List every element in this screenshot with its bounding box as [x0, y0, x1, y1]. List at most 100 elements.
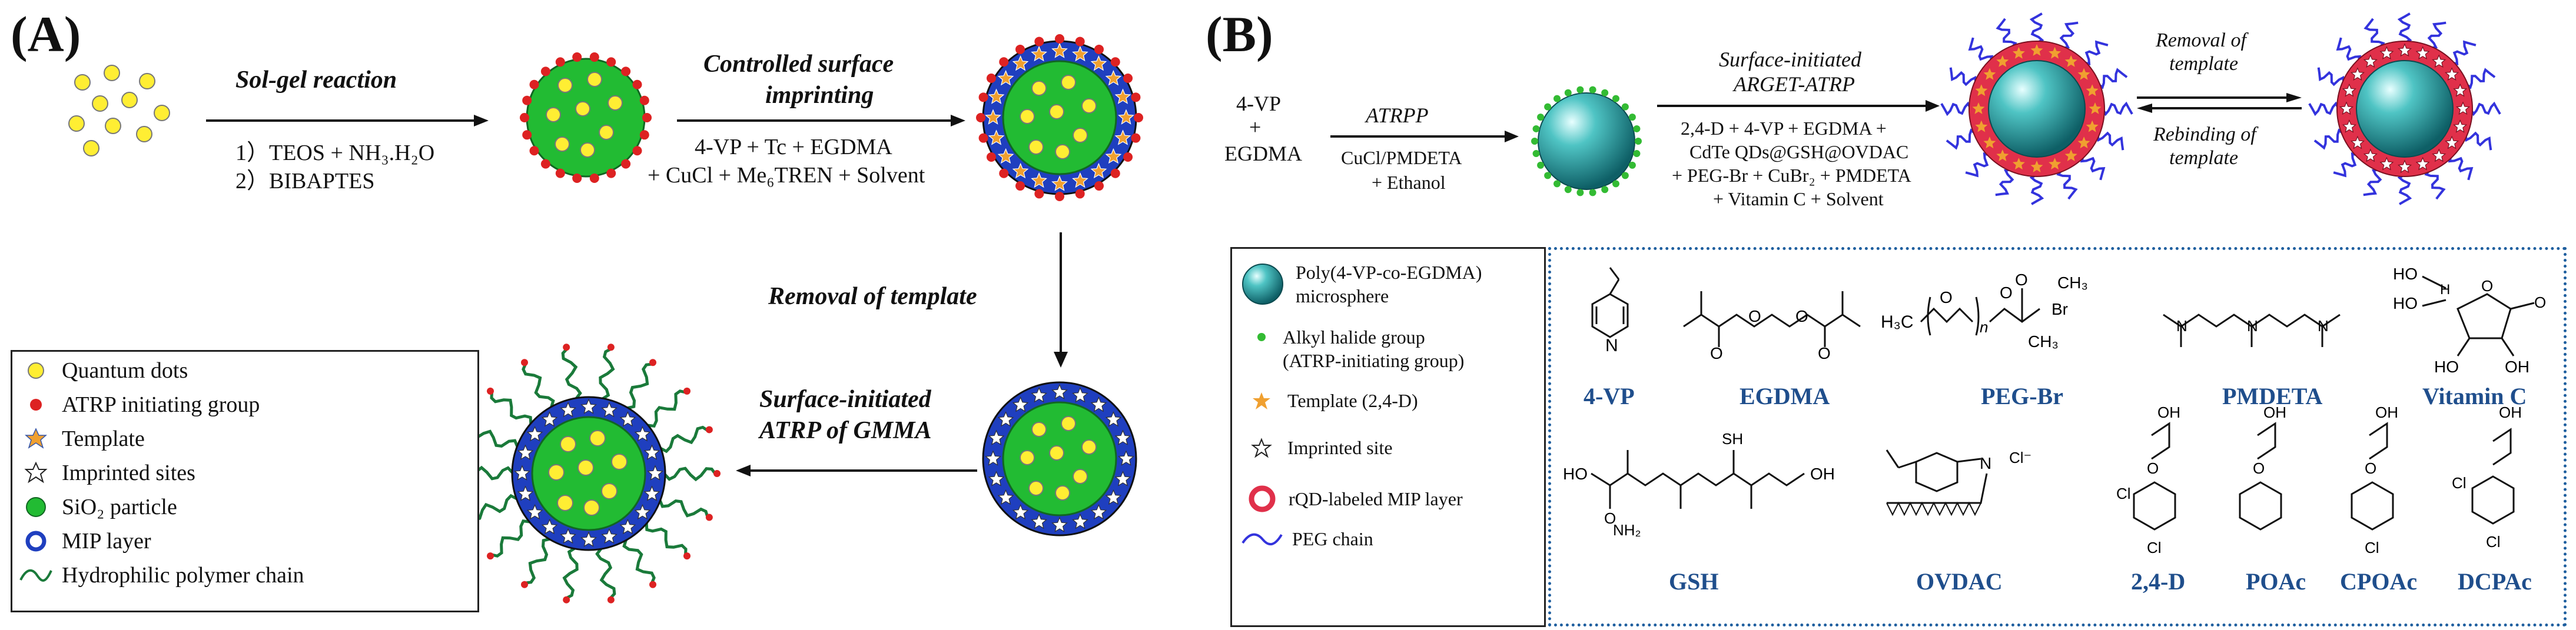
- step3-title: Removal of template: [768, 283, 977, 310]
- particle-template-removed: [982, 381, 1137, 536]
- step1-reagent-2: 2）BIBAPTES: [235, 169, 375, 194]
- microsphere-with-alkyl-halide: [1531, 86, 1642, 196]
- mip-particle-with-template: [1940, 12, 2133, 205]
- legend-label: ATRP initiating group: [62, 392, 260, 417]
- initiator-dots: [520, 52, 652, 183]
- ho-label: HO: [1563, 465, 1588, 483]
- cl-minus-label: Cl⁻: [2009, 449, 2031, 466]
- ch3-label: CH₃: [2028, 332, 2059, 351]
- o-atom: O: [1748, 307, 1761, 325]
- b-step1-title: ATRPP: [1366, 104, 1429, 127]
- b-step2-title-line1: Surface-initiated: [1719, 48, 1861, 71]
- structure-egdma: O O O O: [1683, 291, 1861, 362]
- monomer-line1: 4-VP: [1236, 92, 1282, 115]
- legend-row: SiO₂ particle: [24, 494, 177, 520]
- o-atom: O: [1795, 307, 1808, 325]
- chem-name-poac: POAc: [2246, 568, 2306, 595]
- cl-label: Cl: [2452, 474, 2467, 492]
- legend-label: Imprinted sites: [62, 461, 195, 485]
- imprinted-site-icon: [1251, 437, 1272, 458]
- n-subscript: n: [1980, 318, 1988, 336]
- legend-b: Poly(4-VP-co-EGDMA) microsphere Alkyl ha…: [1230, 247, 1546, 627]
- h-label: H: [2440, 282, 2450, 298]
- n-atom: N: [2247, 317, 2258, 335]
- b-step1-reagent-1: CuCl/PMDETA: [1341, 147, 1462, 168]
- free-quantum-dots: [68, 65, 170, 156]
- alkyl-halide-icon: [1257, 333, 1266, 341]
- n-atom: N: [1980, 454, 1991, 472]
- o-atom: O: [2147, 459, 2159, 477]
- structure-poac: OH O: [2239, 404, 2286, 531]
- legend-label-1: Alkyl halide group: [1283, 326, 1425, 348]
- legend-row: Poly(4-VP-co-EGDMA) microsphere: [1239, 261, 1482, 308]
- particle-with-polymer-chains: [457, 344, 721, 604]
- o-atom: O: [1710, 344, 1723, 362]
- step2-title-line1: Controlled surface: [703, 51, 894, 78]
- chem-name-pmdeta: PMDETA: [2222, 383, 2323, 409]
- b-arrow-step1: [1330, 131, 1519, 142]
- legend-row: Alkyl halide group (ATRP-initiating grou…: [1256, 325, 1464, 372]
- step1-title: Sol-gel reaction: [235, 66, 397, 94]
- b-step1-reagent-2: + Ethanol: [1372, 172, 1446, 193]
- arrow-step3: [1054, 232, 1068, 368]
- n-atom: N: [1605, 336, 1618, 355]
- structure-peg-br: H₃C O n O O Br CH₃ CH₃: [1881, 271, 2088, 351]
- structure-24d: OH O Cl Cl: [2116, 404, 2180, 556]
- chem-name-4vp: 4-VP: [1584, 383, 1635, 409]
- b-step2-title-line2: ARGET-ATRP: [1734, 72, 1855, 96]
- o-atom: O: [2015, 271, 2028, 289]
- nh2-label: NH₂: [1613, 521, 1641, 539]
- b-step2-reagent-1: 2,4-D + 4-VP + EGDMA +: [1681, 118, 1887, 139]
- h3c-label: H₃C: [1881, 312, 1914, 332]
- oh-label: OH: [1810, 465, 1835, 483]
- ho-label: HO: [2434, 358, 2459, 376]
- oh-label: OH: [2157, 404, 2180, 421]
- removal-line1: Removal of: [2156, 29, 2246, 51]
- o-atom: O: [2253, 459, 2265, 477]
- legend-label-2: (ATRP-initiating group): [1283, 350, 1465, 371]
- n-atom: N: [2176, 317, 2187, 335]
- quantum-dot-icon: [28, 362, 44, 379]
- oh-label: OH: [2499, 404, 2522, 421]
- legend-label-2: microsphere: [1296, 285, 1389, 306]
- chem-name-24d: 2,4-D: [2131, 568, 2186, 595]
- atrp-initiator-icon: [30, 399, 42, 411]
- legend-row: PEG chain: [1241, 528, 1373, 550]
- legend-label-1: PEG chain: [1292, 528, 1373, 549]
- chem-name-vitamin-c: Vitamin C: [2422, 383, 2527, 409]
- peg-chain-icon: [1241, 533, 1283, 545]
- microsphere-icon: [1242, 264, 1283, 305]
- oh-label: OH: [2263, 404, 2286, 421]
- structure-vitamin-c: HO HO H O O HO OH: [2393, 265, 2546, 376]
- rebinding-line1: Rebinding of: [2153, 124, 2256, 145]
- sio2-particle-with-initiators: [520, 52, 652, 183]
- o-atom: O: [1818, 344, 1831, 362]
- monomer-line3: EGDMA: [1224, 142, 1302, 165]
- n-atom: N: [2318, 317, 2329, 335]
- panel-a: (A) Sol-gel reaction 1）TEOS + NH₃.H₂O 2）…: [0, 0, 1201, 630]
- legend-row: Template: [24, 426, 145, 452]
- legend-row: MIP layer: [24, 528, 151, 554]
- legend-label: Hydrophilic polymer chain: [62, 563, 304, 588]
- structure-ovdac: N Cl⁻: [1885, 449, 2031, 516]
- o-atom: O: [2481, 277, 2493, 295]
- removal-line2: template: [2169, 53, 2239, 75]
- chemical-structures-box: N 4-VP O O O O EGDMA H₃C O n O O Br: [1548, 247, 2567, 626]
- panel-a-label: (A): [11, 6, 81, 62]
- polymer-chain-icon: [19, 569, 52, 582]
- b-step2-reagent-3: + PEG-Br + CuBr₂ + PMDETA: [1672, 165, 1911, 186]
- chem-name-gsh: GSH: [1669, 568, 1719, 595]
- structure-pmdeta: N N N: [2163, 314, 2341, 347]
- arrow-step2: [677, 115, 965, 126]
- legend-row: Imprinted site: [1251, 437, 1393, 459]
- template-24d-icon: [1253, 392, 1270, 409]
- cl-label: Cl: [2116, 485, 2131, 502]
- structure-gsh: HO O NH₂ SH OH: [1563, 430, 1835, 539]
- legend-label: SiO₂ particle: [62, 495, 177, 519]
- oh-label: OH: [2505, 358, 2529, 376]
- imprinted-site-icon: [24, 461, 48, 484]
- chem-name-cpoac: CPOAc: [2340, 568, 2418, 595]
- imprinted-particle-with-template: [976, 34, 1143, 201]
- legend-row: rQD-labeled MIP layer: [1247, 484, 1463, 514]
- step1-reagent-1: 1）TEOS + NH₃.H₂O: [235, 141, 435, 165]
